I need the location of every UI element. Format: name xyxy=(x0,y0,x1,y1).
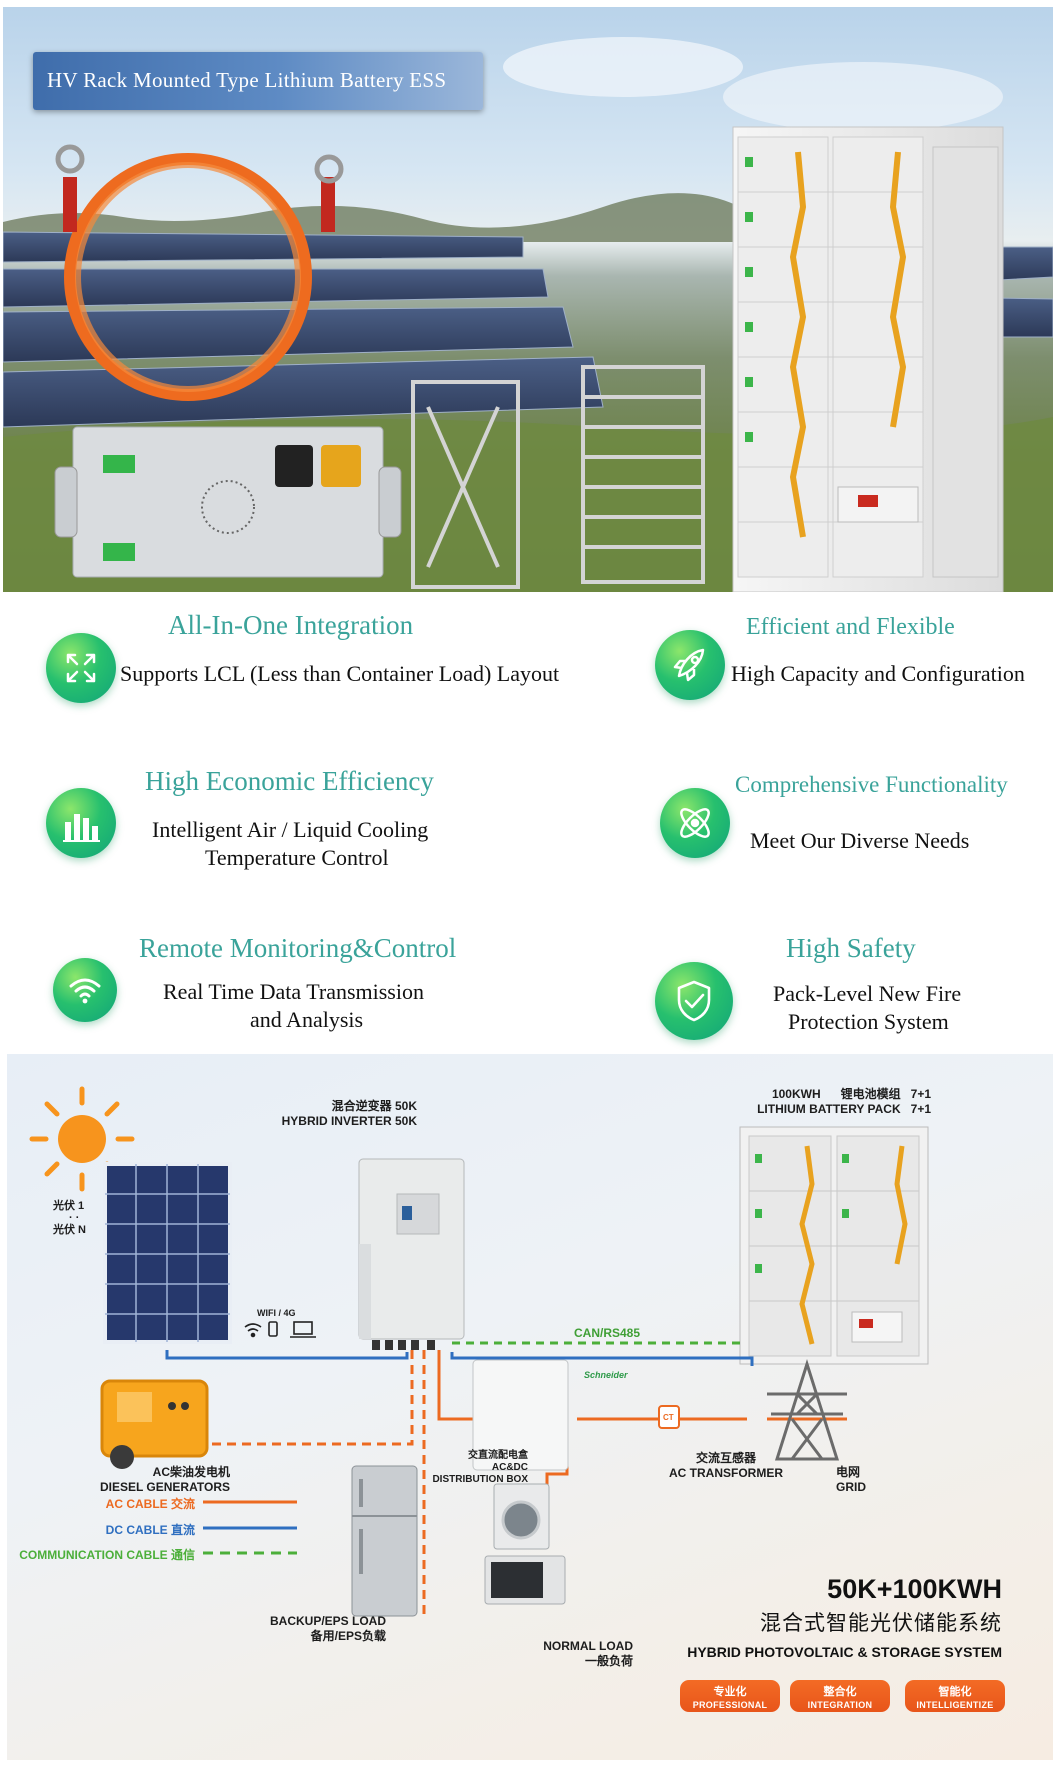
hero-illustration xyxy=(3,37,1053,592)
diesel-generator-icon xyxy=(100,1379,209,1469)
feature-title-integration: All-In-One Integration xyxy=(168,610,414,640)
washing-machine-icon xyxy=(493,1483,550,1550)
feature-text-integration: Supports LCL (Less than Container Load) … xyxy=(120,661,560,686)
ct-label: CT xyxy=(663,1413,674,1422)
bar-chart-icon xyxy=(46,788,116,858)
feature-title-safety: High Safety xyxy=(786,933,916,963)
feature-text-economic-2: Temperature Control xyxy=(205,845,389,870)
distribution-box-icon xyxy=(472,1359,569,1471)
ct-transformer-icon xyxy=(658,1405,680,1429)
battery-cabinet-icon xyxy=(739,1126,929,1365)
can-label: CAN/RS485 xyxy=(574,1326,641,1340)
feature-text-economic-1: Intelligent Air / Liquid Cooling xyxy=(152,817,429,842)
product-title: HV Rack Mounted Type Lithium Battery ESS xyxy=(47,68,447,92)
feature-title-flexible: Efficient and Flexible xyxy=(746,614,955,640)
wifi-label: WIFI / 4G xyxy=(257,1308,296,1318)
system-title: 50K+100KWH xyxy=(827,1574,1002,1604)
refrigerator-icon xyxy=(351,1465,418,1617)
pv-label: 光伏 1 · · 光伏 N xyxy=(53,1200,86,1236)
feature-text-safety-2: Protection System xyxy=(788,1009,949,1034)
legend-comm-label: COMMUNICATION CABLE 通信 xyxy=(19,1548,195,1562)
rocket-icon xyxy=(655,630,725,700)
feature-text-safety-1: Pack-Level New Fire xyxy=(773,981,962,1006)
feature-text-flexible: High Capacity and Configuration xyxy=(731,661,1025,686)
schneider-logo: Schneider xyxy=(584,1370,628,1380)
diagram-graphics xyxy=(29,1086,929,1617)
feature-text-monitoring-2: and Analysis xyxy=(250,1007,364,1032)
feature-text-monitoring-1: Real Time Data Transmission xyxy=(163,979,424,1004)
legend-ac-label: AC CABLE 交流 xyxy=(105,1497,195,1511)
system-title-en: HYBRID PHOTOVOLTAIC & STORAGE SYSTEM xyxy=(687,1644,1002,1660)
feature-title-monitoring: Remote Monitoring&Control xyxy=(139,933,457,963)
hero-photo: HV Rack Mounted Type Lithium Battery ESS xyxy=(3,7,1053,592)
feature-text-functionality: Meet Our Diverse Needs xyxy=(750,828,970,853)
connectivity-icons xyxy=(244,1321,316,1338)
system-title-zh: 混合式智能光伏储能系统 xyxy=(760,1611,1002,1635)
solar-panel-icon xyxy=(103,1162,232,1344)
atom-icon xyxy=(660,788,730,858)
legend-dc-label: DC CABLE 直流 xyxy=(105,1523,195,1537)
shield-check-icon xyxy=(655,962,733,1040)
feature-title-economic: High Economic Efficiency xyxy=(145,766,434,796)
product-title-banner: HV Rack Mounted Type Lithium Battery ESS xyxy=(33,52,483,110)
microwave-icon xyxy=(484,1555,566,1605)
grid-tower-icon xyxy=(767,1359,847,1461)
expand-arrows-icon xyxy=(46,633,116,703)
feature-title-functionality: Comprehensive Functionality xyxy=(735,772,1008,797)
wifi-icon xyxy=(53,958,117,1022)
hybrid-inverter-icon xyxy=(358,1158,465,1350)
